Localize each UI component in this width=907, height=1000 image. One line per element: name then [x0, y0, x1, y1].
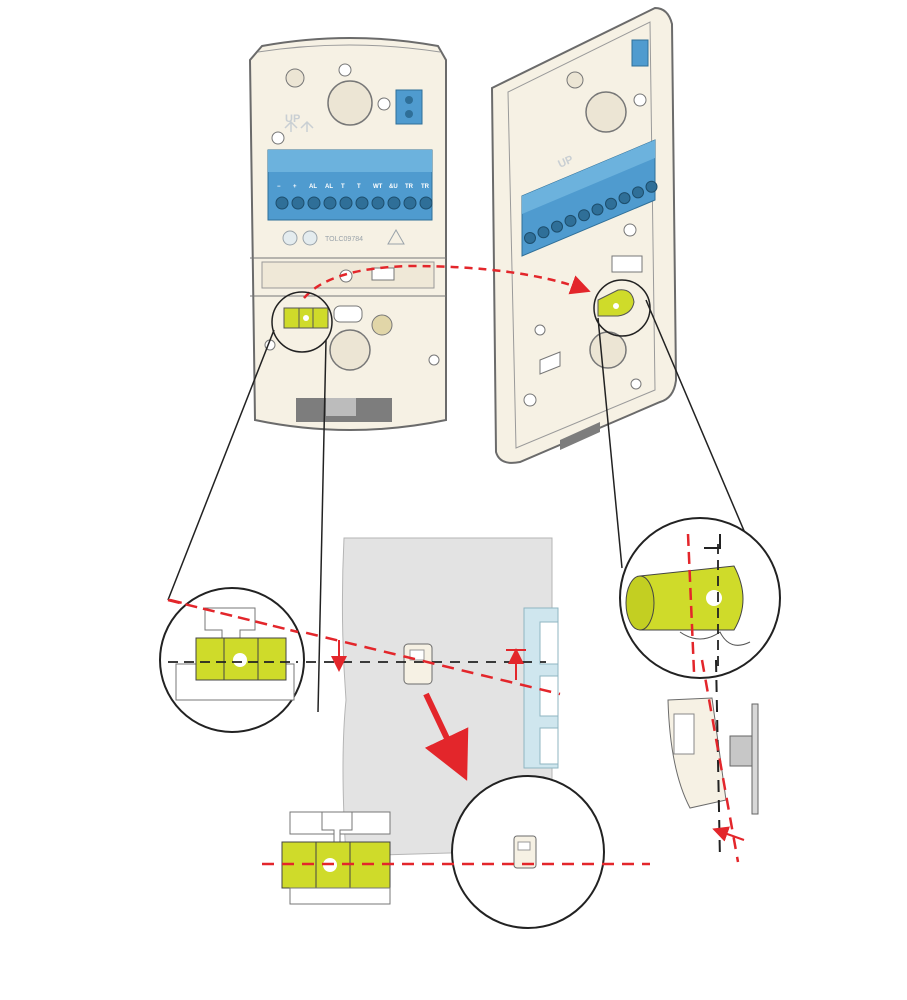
terminal-label: +	[293, 184, 297, 190]
transfer-arrow	[303, 264, 591, 299]
terminal-label: WT	[373, 184, 383, 190]
mirror-bracket-icon	[667, 659, 759, 863]
mount-hole	[327, 80, 373, 126]
front-housing: UP − + AL AL T T WT&U TR TR TOLC09784	[248, 37, 447, 431]
bottom-lens-assembly	[281, 811, 391, 905]
side-up-label: UP	[556, 154, 575, 171]
detector-icon	[403, 643, 433, 685]
terminal-screw	[323, 196, 337, 210]
terminal-label: T	[341, 184, 345, 190]
lens-module-zoomed-icon	[195, 637, 287, 681]
terminal-label: TR	[405, 184, 414, 190]
terminal-label: AL	[309, 184, 317, 190]
terminal-label: AL	[325, 184, 333, 190]
side-housing: UP	[490, 6, 678, 464]
up-label: UP	[285, 113, 300, 125]
terminal-label: T	[357, 184, 361, 190]
side-terminal-screw	[632, 186, 644, 199]
terminal-label: &U	[389, 184, 398, 190]
side-terminal-screw	[551, 220, 563, 233]
terminal-screw	[339, 196, 353, 210]
terminal-screw	[275, 196, 289, 210]
side-terminal-screw	[618, 192, 631, 205]
zoom-circle-bottom	[451, 775, 605, 929]
terminal-block: − + AL AL T T WT&U TR TR	[267, 149, 433, 221]
terminal-screw	[403, 196, 417, 210]
side-terminal-screw	[537, 226, 550, 239]
terminal-screw	[387, 196, 401, 210]
terminal-screw	[371, 196, 385, 210]
terminal-label: −	[277, 184, 281, 190]
terminal-screw	[419, 196, 433, 210]
side-terminal-screw	[645, 180, 658, 193]
arrow-icon	[423, 692, 469, 781]
terminal-screw	[307, 196, 321, 210]
side-terminal-block	[521, 139, 658, 257]
lens-module-icon	[283, 307, 329, 329]
terminal-label: TR	[421, 184, 430, 190]
model-label: TOLC09784	[325, 236, 363, 243]
side-lens-module-icon	[597, 289, 635, 317]
terminal-screw	[355, 196, 369, 210]
side-terminal-screw	[591, 203, 604, 216]
side-terminal-screw	[578, 209, 590, 222]
zoom-circle-right	[619, 517, 781, 679]
zoom-circle-left	[159, 587, 305, 733]
tamper-connector	[395, 89, 423, 125]
window-frame	[523, 607, 559, 769]
wall-panel	[341, 537, 559, 857]
terminal-screw	[291, 196, 305, 210]
side-terminal-screw	[605, 197, 617, 210]
side-terminal-screw	[564, 214, 577, 227]
side-terminal-screw	[524, 232, 536, 244]
